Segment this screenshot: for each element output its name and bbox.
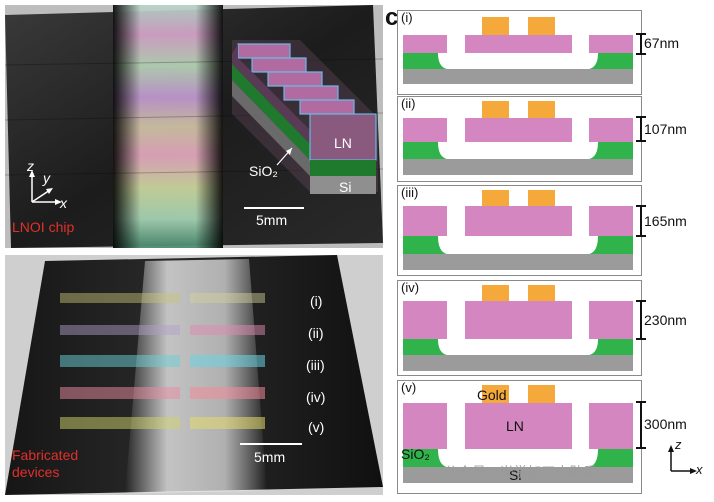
subpanel-i: (i)	[397, 10, 642, 95]
axis-x-label: x	[60, 195, 67, 211]
subpanel-iv: (iv)	[397, 280, 642, 376]
sio2-layer-label: SiO₂	[249, 163, 278, 179]
fabricated-label-line2: devices	[12, 464, 60, 480]
ln-layer-label: LN	[334, 135, 352, 151]
axis-c-z-label: z	[675, 437, 682, 452]
axis-y-label: y	[43, 170, 50, 186]
subpanel-ii-index: (ii)	[401, 96, 416, 111]
device-label-iv: (iv)	[306, 389, 326, 405]
lnoi-chip-label: LNOI chip	[12, 219, 75, 235]
device-label-ii: (ii)	[308, 325, 324, 341]
thickness-v: 300nm	[644, 416, 687, 432]
panel-c-letter: c	[385, 4, 399, 31]
thickness-bracket-i	[634, 33, 648, 55]
ln-label: LN	[506, 418, 524, 434]
subpanel-ii: (ii)	[397, 96, 642, 182]
thickness-iv: 230nm	[644, 312, 687, 328]
scale-bar-a	[244, 207, 304, 209]
thickness-bracket-ii	[634, 116, 648, 142]
axis-z-label: z	[27, 158, 34, 174]
subpanel-v-index: (v)	[401, 380, 417, 395]
thickness-i: 67nm	[644, 35, 680, 51]
axis-c-x-label: x	[696, 462, 703, 477]
subpanel-iii: (iii)	[397, 185, 642, 276]
si-layer-label: Si	[339, 179, 352, 195]
thickness-bracket-iv	[634, 300, 648, 340]
gold-label: Gold	[477, 387, 507, 403]
si-label: Si	[509, 467, 522, 483]
subpanel-iii-index: (iii)	[401, 185, 419, 200]
scale-bar-b	[240, 443, 302, 445]
thickness-iii: 165nm	[644, 213, 687, 229]
sio2-label: SiO₂	[401, 446, 430, 462]
axes-icon-c	[663, 441, 703, 477]
thickness-ii: 107nm	[644, 121, 687, 137]
scale-bar-b-label: 5mm	[254, 449, 286, 465]
fabricated-devices-photo	[5, 255, 383, 495]
device-label-iii: (iii)	[306, 357, 325, 373]
sio2-pointer-arrow-icon	[275, 145, 295, 167]
watermark: 公众号 · 光学加工小助手	[444, 465, 598, 481]
thickness-bracket-iii	[634, 205, 648, 237]
device-label-i: (i)	[310, 293, 323, 309]
scale-bar-a-label: 5mm	[256, 212, 288, 228]
axes-icon-a	[20, 160, 80, 210]
subpanel-i-index: (i)	[401, 10, 413, 25]
thickness-bracket-v	[634, 401, 648, 449]
subpanel-iv-index: (iv)	[401, 280, 420, 295]
fabricated-label-line1: Fabricated	[12, 447, 79, 463]
device-label-v: (v)	[308, 419, 325, 435]
subpanel-v: (v)	[397, 380, 642, 494]
